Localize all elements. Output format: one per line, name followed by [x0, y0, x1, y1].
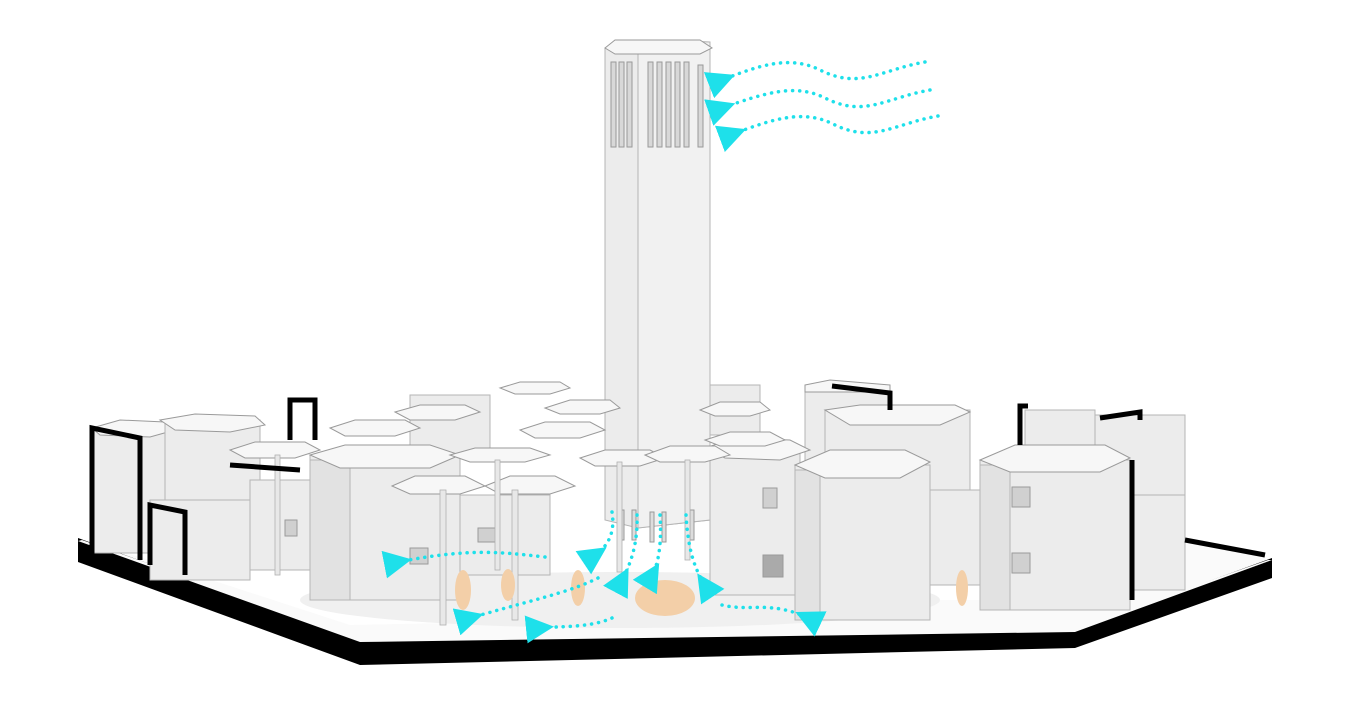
wind-arrow-icon: [684, 513, 725, 605]
tower-louvres: [610, 61, 704, 148]
wind-arrow-icon: [632, 513, 663, 595]
black-frame-rails: [89, 383, 1266, 600]
left-buildings: [90, 413, 551, 601]
person-figure-icon: [956, 570, 968, 606]
person-figure-icon: [455, 570, 471, 610]
wind-tower: [604, 39, 713, 543]
umbrella-canopies: [228, 381, 787, 626]
wind-arrow-icon: [524, 615, 614, 644]
person-figure-icon: [635, 580, 695, 616]
person-figure-icon: [501, 569, 515, 601]
wind-arrow-icon: [703, 60, 927, 99]
wind-arrow-icon: [714, 114, 940, 153]
wind-arrow-icon: [603, 513, 639, 599]
wind-arrow-icon: [720, 603, 827, 637]
airflow-arrows: [381, 60, 940, 644]
wind-arrow-icon: [381, 550, 547, 579]
wind-arrow-icon: [704, 88, 932, 126]
